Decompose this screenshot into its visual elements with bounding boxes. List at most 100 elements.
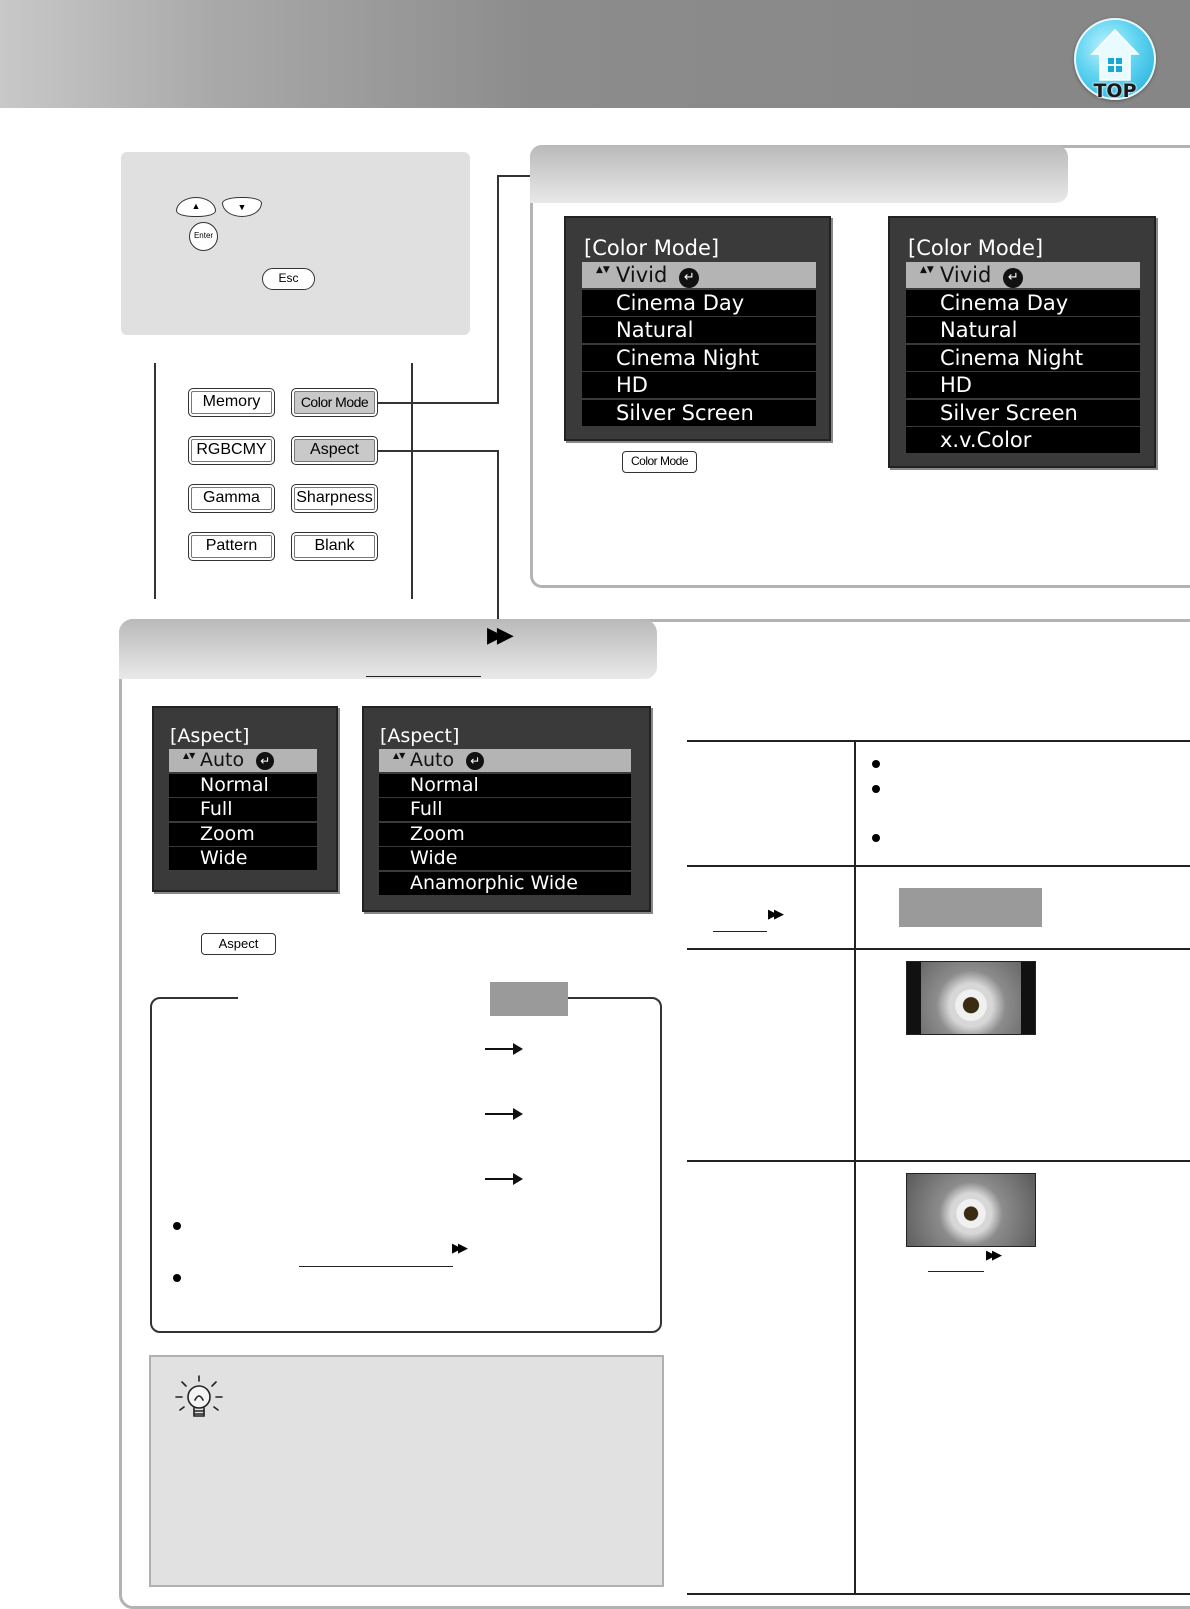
esc-key: Esc bbox=[262, 268, 315, 290]
menu-item-auto[interactable]: ▲▼ Auto ↵ bbox=[169, 749, 317, 772]
aspect-key: Aspect bbox=[201, 933, 276, 955]
aspect-connector-vertical bbox=[497, 450, 499, 622]
memory-button[interactable]: Memory bbox=[188, 388, 275, 417]
page-reference-link[interactable] bbox=[299, 1266, 453, 1267]
menu-item-anamorphic-wide[interactable]: Anamorphic Wide bbox=[379, 871, 631, 895]
menu-item-full[interactable]: Full bbox=[169, 798, 317, 821]
menu-item-xv-color[interactable]: x.v.Color bbox=[906, 427, 1140, 453]
enter-key: Enter bbox=[189, 222, 218, 251]
sunflower-thumbnail-letterbox bbox=[906, 961, 1036, 1035]
menu-item-cinema-day[interactable]: Cinema Day bbox=[582, 289, 816, 316]
menu-title: [Color Mode] bbox=[908, 236, 1044, 260]
bullet bbox=[872, 785, 880, 793]
remote-panel-left-edge bbox=[154, 363, 156, 599]
blank-button[interactable]: Blank bbox=[291, 532, 378, 561]
top-home-button[interactable] bbox=[1074, 18, 1156, 100]
arrow-right-icon bbox=[485, 1043, 523, 1055]
menu-item-silver-screen[interactable]: Silver Screen bbox=[906, 399, 1140, 426]
enter-icon: ↵ bbox=[466, 752, 485, 770]
color-mode-connector-top bbox=[497, 175, 531, 177]
bullet bbox=[173, 1274, 181, 1282]
menu-title: [Aspect] bbox=[380, 725, 460, 747]
page-reference-icon: ▶▶ bbox=[487, 622, 514, 647]
menu-item-normal[interactable]: Normal bbox=[169, 773, 317, 797]
menu-item-wide[interactable]: Wide bbox=[169, 847, 317, 870]
up-key-icon: ▲ bbox=[176, 197, 216, 217]
bullet bbox=[872, 760, 880, 768]
up-down-icon: ▲▼ bbox=[596, 265, 610, 275]
menu-item-zoom[interactable]: Zoom bbox=[169, 822, 317, 846]
tip-box bbox=[149, 1355, 664, 1587]
menu-item-zoom[interactable]: Zoom bbox=[379, 822, 631, 846]
arrow-right-icon bbox=[485, 1173, 523, 1185]
menu-item-wide[interactable]: Wide bbox=[379, 847, 631, 870]
menu-item-label: Vivid bbox=[940, 263, 992, 287]
menu-item-cinema-night[interactable]: Cinema Night bbox=[582, 344, 816, 371]
aspect-connector bbox=[378, 450, 498, 452]
color-mode-button[interactable]: Color Mode bbox=[291, 388, 378, 417]
table-column-divider bbox=[854, 740, 856, 1594]
menu-item-full[interactable]: Full bbox=[379, 798, 631, 821]
page-reference-icon: ▶▶ bbox=[768, 906, 784, 921]
menu-item-auto[interactable]: ▲▼ Auto ↵ bbox=[379, 749, 631, 772]
color-mode-key: Color Mode bbox=[622, 451, 697, 473]
aspect-menu-2: [Aspect] ▲▼ Auto ↵ Normal Full Zoom Wide A… bbox=[362, 706, 651, 912]
menu-item-label: Vivid bbox=[616, 263, 668, 287]
color-mode-section-header bbox=[530, 145, 1068, 203]
lightbulb-icon bbox=[175, 1375, 223, 1417]
home-icon bbox=[1090, 28, 1140, 81]
menu-item-label: Auto bbox=[410, 749, 455, 771]
table-rule bbox=[687, 1593, 1190, 1595]
enter-icon: ↵ bbox=[256, 752, 275, 770]
color-mode-connector bbox=[378, 402, 499, 404]
menu-item-vivid[interactable]: ▲▼ Vivid ↵ bbox=[906, 262, 1140, 288]
color-mode-connector-vertical bbox=[497, 175, 499, 404]
gray-label-block bbox=[899, 888, 1042, 927]
menu-title: [Color Mode] bbox=[584, 236, 720, 260]
menu-item-normal[interactable]: Normal bbox=[379, 773, 631, 797]
rgbcmy-button[interactable]: RGBCMY bbox=[188, 436, 275, 465]
page-reference-icon: ▶▶ bbox=[986, 1247, 1002, 1262]
menu-item-cinema-day[interactable]: Cinema Day bbox=[906, 289, 1140, 316]
menu-item-label: Auto bbox=[200, 749, 245, 771]
table-rule bbox=[687, 1160, 1190, 1162]
aspect-button[interactable]: Aspect bbox=[291, 436, 378, 465]
menu-item-natural[interactable]: Natural bbox=[582, 317, 816, 343]
page-reference-link[interactable] bbox=[366, 676, 481, 677]
page-header-band bbox=[0, 0, 1190, 108]
gamma-button[interactable]: Gamma bbox=[188, 484, 275, 513]
sunflower-thumbnail-full bbox=[906, 1173, 1036, 1247]
remote-panel-right-edge bbox=[411, 363, 413, 599]
arrow-right-icon bbox=[485, 1108, 523, 1120]
menu-item-hd[interactable]: HD bbox=[582, 372, 816, 398]
enter-icon: ↵ bbox=[1003, 268, 1024, 288]
note-tag bbox=[490, 982, 568, 1016]
menu-title: [Aspect] bbox=[170, 725, 250, 747]
table-rule bbox=[687, 948, 1190, 950]
up-down-icon: ▲▼ bbox=[393, 751, 406, 760]
menu-item-cinema-night[interactable]: Cinema Night bbox=[906, 344, 1140, 371]
up-down-icon: ▲▼ bbox=[920, 265, 934, 275]
bullet bbox=[173, 1222, 181, 1230]
enter-icon: ↵ bbox=[679, 268, 700, 288]
page-reference-link[interactable] bbox=[713, 931, 767, 932]
page-reference-link[interactable] bbox=[928, 1271, 984, 1272]
pattern-button[interactable]: Pattern bbox=[188, 532, 275, 561]
menu-item-natural[interactable]: Natural bbox=[906, 317, 1140, 343]
up-down-icon: ▲▼ bbox=[183, 751, 196, 760]
bullet bbox=[872, 834, 880, 842]
page-reference-icon: ▶▶ bbox=[452, 1240, 468, 1255]
table-rule bbox=[687, 740, 1190, 742]
menu-item-hd[interactable]: HD bbox=[906, 372, 1140, 398]
menu-item-silver-screen[interactable]: Silver Screen bbox=[582, 399, 816, 426]
table-rule bbox=[687, 865, 1190, 867]
aspect-menu-1: [Aspect] ▲▼ Auto ↵ Normal Full Zoom Wide bbox=[152, 706, 338, 892]
menu-item-vivid[interactable]: ▲▼ Vivid ↵ bbox=[582, 262, 816, 288]
top-badge-label: TOP bbox=[1093, 80, 1137, 102]
aspect-section-header bbox=[119, 619, 657, 679]
color-mode-menu-1: [Color Mode] ▲▼ Vivid ↵ Cinema Day Natural… bbox=[564, 216, 831, 441]
remote-nav-key-panel bbox=[121, 152, 470, 335]
note-box bbox=[150, 997, 662, 1333]
sharpness-button[interactable]: Sharpness bbox=[291, 484, 378, 513]
note-box-gap bbox=[238, 994, 490, 1000]
